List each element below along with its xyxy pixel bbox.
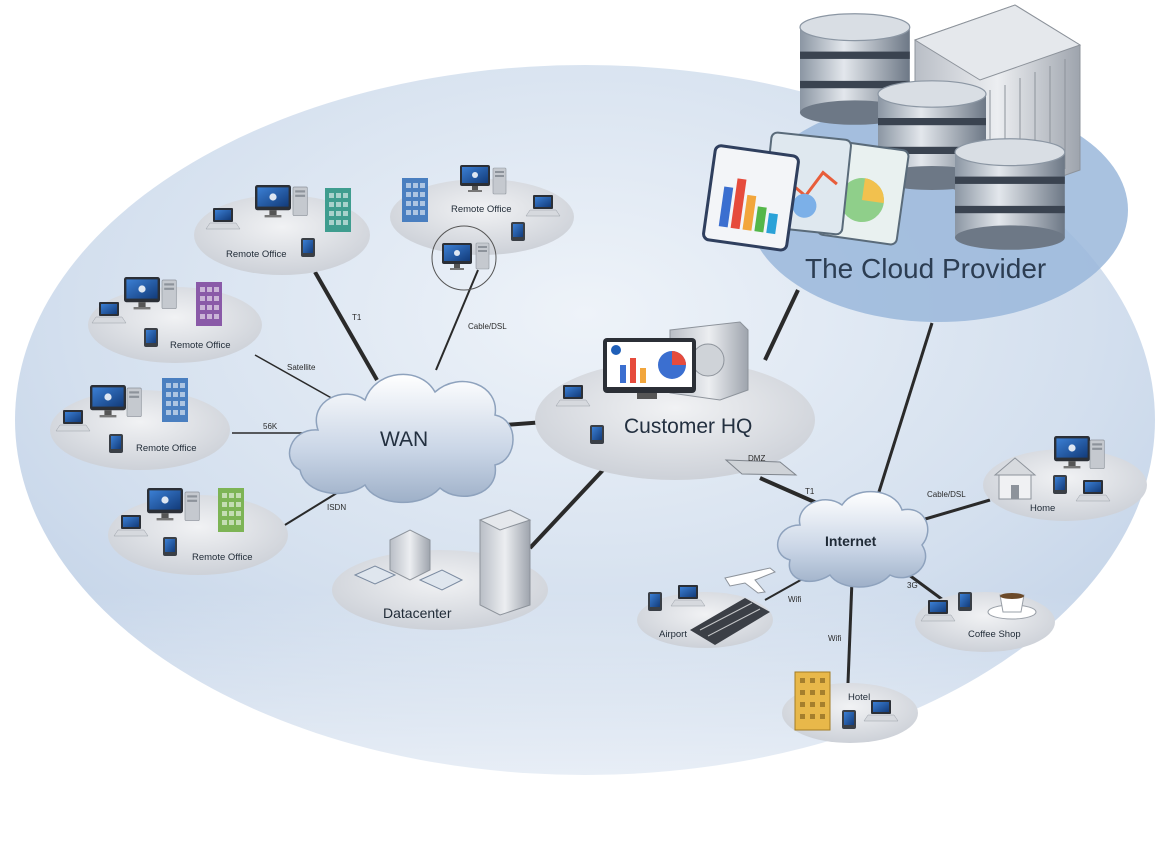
internet-label: Internet xyxy=(825,533,877,549)
remote-office-4-label: Remote Office xyxy=(136,443,197,454)
remote-office-2-devices xyxy=(402,165,561,291)
airport-devices xyxy=(648,567,776,645)
customer-hq-label: Customer HQ xyxy=(624,415,752,438)
wan-cloud-icon xyxy=(288,373,514,503)
remote-office-5-label: Remote Office xyxy=(192,552,253,563)
link-label-wifi-airport: Wifi xyxy=(788,595,802,604)
datacenter-devices xyxy=(353,509,532,616)
link-t1-remote xyxy=(313,271,379,381)
remote-office-3-label: Remote Office xyxy=(170,340,231,351)
home-label: Home xyxy=(1030,503,1055,514)
link-label-t1: T1 xyxy=(352,313,362,322)
customer-hq-devices xyxy=(555,321,798,476)
airport-label: Airport xyxy=(659,629,687,640)
link-label-dmz: DMZ xyxy=(748,454,765,463)
link-label-t1-internet: T1 xyxy=(805,487,815,496)
home-devices xyxy=(993,436,1111,502)
link-label-satellite: Satellite xyxy=(287,363,316,372)
link-label-cable-dsl: Cable/DSL xyxy=(468,322,507,331)
remote-office-2-disc xyxy=(390,179,574,255)
wan-label: WAN xyxy=(380,428,428,451)
internet-cloud-icon xyxy=(776,491,929,588)
link-label-cable-dsl-home: Cable/DSL xyxy=(927,490,966,499)
analytics-windows-icon xyxy=(702,131,910,252)
remote-office-2-label: Remote Office xyxy=(451,204,512,215)
link-label-3g: 3G xyxy=(907,581,918,590)
link-label-isdn: ISDN xyxy=(327,503,346,512)
coffee-shop-label: Coffee Shop xyxy=(968,629,1021,640)
link-label-56k: 56K xyxy=(263,422,278,431)
hotel-label: Hotel xyxy=(848,692,870,703)
coffee-shop-devices xyxy=(920,592,1037,622)
network-links xyxy=(232,269,991,684)
cloud-provider-label: The Cloud Provider xyxy=(805,253,1046,284)
hotel-devices xyxy=(794,671,899,731)
remote-office-1-label: Remote Office xyxy=(226,249,287,260)
link-label-wifi-hotel: Wifi xyxy=(828,634,842,643)
datacenter-label: Datacenter xyxy=(383,605,452,621)
